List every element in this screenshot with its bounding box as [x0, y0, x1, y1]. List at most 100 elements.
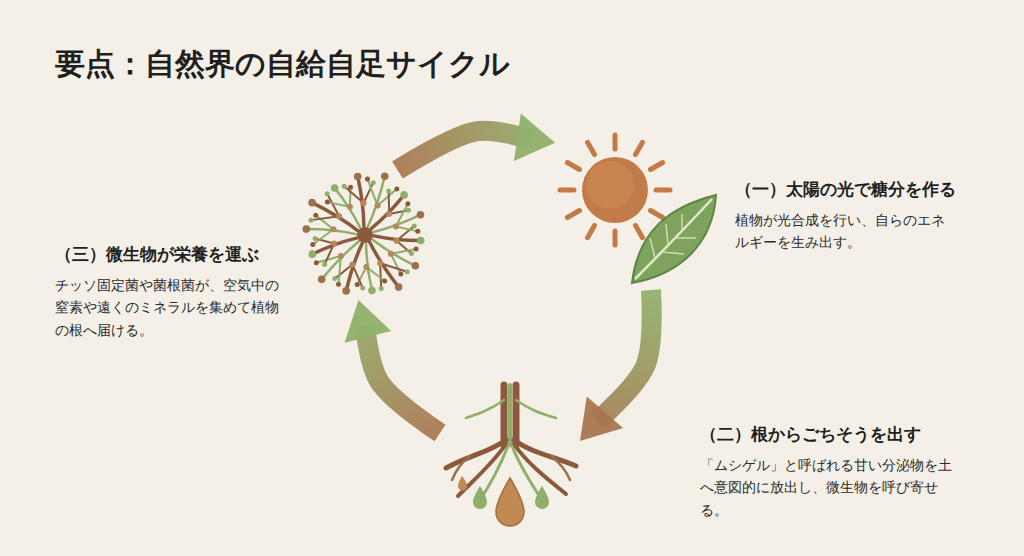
sun-disc	[582, 157, 648, 223]
arrow-shaft	[365, 325, 440, 433]
sun-ray	[651, 211, 663, 218]
sun-ray	[636, 226, 643, 238]
microbe-dot	[405, 269, 410, 274]
microbe-dot	[336, 213, 342, 219]
microbe-dot	[309, 250, 317, 258]
microbe-dot	[406, 208, 411, 213]
microbe-dot	[313, 213, 318, 218]
microbe-dot	[302, 225, 310, 233]
step-heading: （一）太陽の光で糖分を作る	[735, 178, 950, 201]
microbe-dot	[381, 172, 389, 180]
microbe-dot	[415, 229, 420, 234]
microbe-dot	[365, 177, 370, 182]
hypha-branch	[367, 179, 377, 206]
hypha-branch	[396, 204, 408, 227]
arrow-shaft	[398, 131, 530, 170]
cycle-step: （一）太陽の光で糖分を作る植物が光合成を行い、自らのエネルギーを生み出す。	[555, 135, 715, 290]
microbe-dot	[338, 253, 344, 259]
microbe-dot	[314, 260, 319, 265]
step-body: 植物が光合成を行い、自らのエネルギーを生み出す。	[735, 209, 950, 254]
microbe-dot	[386, 188, 391, 193]
hypha	[335, 188, 360, 227]
cycle-step: （二）根からごちそうを出す「ムシゲル」と呼ばれる甘い分泌物を土へ意図的に放出し、…	[440, 385, 580, 545]
sun-ray	[567, 163, 579, 170]
microbe-dot	[308, 199, 316, 207]
microbe-dot	[394, 186, 399, 191]
sun-ray	[656, 188, 670, 193]
microbe-dot	[355, 282, 360, 287]
sun-ray	[588, 142, 595, 154]
microbe-dot	[414, 247, 419, 252]
microbe-network	[302, 172, 424, 294]
cycle-step: （三）微生物が栄養を運ぶチッソ固定菌や菌根菌が、空気中の窒素や遠くのミネラルを集…	[300, 170, 430, 300]
step-body: 「ムシゲル」と呼ばれる甘い分泌物を土へ意図的に放出し、微生物を呼び寄せる。	[700, 454, 962, 521]
microbe-dot	[360, 285, 365, 290]
microbe-dot	[331, 226, 337, 232]
microbe-dot	[405, 201, 410, 206]
microbe-dot	[409, 251, 414, 256]
microbe-dot	[395, 283, 403, 291]
microbe-dot	[342, 184, 347, 189]
microbe-dot	[347, 204, 353, 210]
hypha-branch	[380, 263, 381, 288]
microbe-dot	[310, 242, 315, 247]
microbe-dot	[331, 240, 337, 246]
hypha-branch	[396, 227, 418, 232]
step-heading: （二）根からごちそうを出す	[700, 423, 962, 446]
sun-ray	[651, 163, 663, 170]
microbe-core	[357, 227, 373, 243]
microbe-dot	[371, 180, 376, 185]
sun-shine	[586, 161, 634, 209]
hypha-branch	[335, 264, 353, 278]
microbe-dot	[363, 264, 369, 270]
microbe-dot	[412, 262, 420, 270]
leaf-icon	[632, 195, 716, 283]
hypha-branch	[391, 254, 401, 274]
microbe-dot	[377, 260, 383, 266]
arrow-shaft	[597, 290, 652, 421]
microbe-dot	[325, 200, 330, 205]
microbe-dot	[318, 276, 326, 284]
microbe-dot	[336, 282, 341, 287]
microbe-dot	[417, 211, 425, 219]
cycle-arrow	[580, 290, 652, 441]
hypha-branch	[311, 216, 339, 220]
cycle-arrow	[345, 300, 440, 433]
microbe-dot	[375, 203, 381, 209]
sun-ray	[636, 142, 643, 154]
step-body: チッソ固定菌や菌根菌が、空気中の窒素や遠くのミネラルを集めて植物の根へ届ける。	[55, 274, 287, 341]
hypha-branch	[391, 249, 416, 254]
microbe-dot	[382, 278, 387, 283]
microbe-dot	[325, 191, 330, 196]
microbe-dot	[348, 185, 353, 190]
title: 要点：自然界の自給自足サイクル	[55, 44, 510, 85]
microbe-dot	[322, 262, 327, 267]
hypha-branch	[313, 229, 334, 244]
microbe-dot	[331, 184, 339, 192]
hypha-branch	[327, 202, 350, 207]
microbe-dot	[313, 236, 318, 241]
microbe-dot	[393, 238, 399, 244]
microbe-dot	[342, 287, 350, 295]
sun-ray	[588, 226, 595, 238]
root-icon	[446, 385, 576, 526]
hypha-branch	[380, 263, 407, 272]
step-heading: （三）微生物が栄養を運ぶ	[55, 243, 287, 266]
sun-ray	[613, 135, 618, 149]
microbe-dot	[368, 287, 376, 295]
hypha-branch	[378, 189, 397, 206]
hypha-branch	[344, 186, 363, 203]
microbe-dot	[379, 286, 384, 291]
arrow-head	[345, 300, 392, 343]
microbe-dot	[349, 261, 355, 267]
microbe-dot	[417, 237, 425, 245]
microbe-dot	[309, 218, 314, 223]
hypha-branch	[388, 191, 390, 214]
cycle-arrow	[398, 114, 556, 170]
hypha-branch	[366, 267, 384, 281]
hypha-branch	[338, 256, 340, 284]
hypha-branch	[352, 264, 362, 288]
microbe-dot	[386, 211, 392, 217]
sun-ray	[613, 231, 618, 245]
arrow-head	[580, 397, 623, 441]
